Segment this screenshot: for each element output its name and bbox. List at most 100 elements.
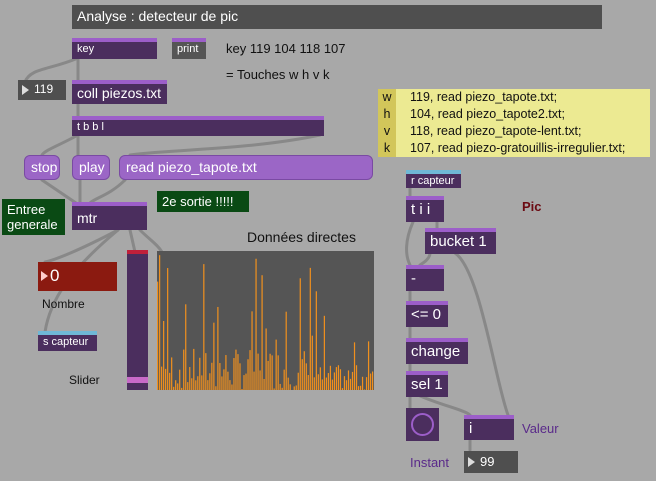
multislider-bar <box>347 370 350 390</box>
multislider-bar <box>341 388 344 390</box>
multislider-bar <box>273 388 275 390</box>
trigger-tii-object[interactable]: t i i <box>406 196 444 222</box>
multislider-bar <box>333 372 336 390</box>
multislider-bar <box>221 376 223 390</box>
read-message[interactable]: read piezo_tapote.txt <box>119 155 373 180</box>
multislider-bar <box>285 311 287 390</box>
multislider-bar <box>247 359 249 390</box>
multislider-bar <box>299 278 301 390</box>
stop-message[interactable]: stop <box>24 155 60 180</box>
multislider-bar <box>357 386 360 390</box>
legend-line: 118, read piezo_tapote-lent.txt; <box>410 124 582 138</box>
multislider-bar <box>197 376 199 390</box>
multislider-bar <box>183 349 185 390</box>
minus-object[interactable]: - <box>406 265 444 291</box>
trigger-object[interactable]: t b b l <box>72 116 324 136</box>
multislider-bar <box>319 367 321 390</box>
multislider-bar <box>193 348 195 390</box>
multislider-bar <box>257 353 259 390</box>
cord-sel-i <box>416 393 472 417</box>
sel-object[interactable]: sel 1 <box>406 371 448 397</box>
nombre-number-box[interactable]: 0 <box>38 262 117 291</box>
vertical-slider[interactable] <box>127 250 148 390</box>
legend-letter: h <box>383 107 391 121</box>
multislider-bar <box>275 339 277 390</box>
multislider-bar <box>277 355 279 390</box>
send-capteur-object[interactable]: s capteur <box>38 331 97 351</box>
multislider-bar <box>249 350 251 390</box>
nombre-value: 0 <box>50 266 60 285</box>
instant-comment: Instant <box>410 455 450 470</box>
multislider-bar <box>169 372 171 390</box>
multislider-bar <box>177 383 179 390</box>
number-box-valeur[interactable]: 99 <box>464 451 518 473</box>
multislider-bar <box>209 373 211 390</box>
multislider-bar <box>261 275 263 390</box>
multislider-bar <box>175 380 177 390</box>
multislider-bar <box>331 379 334 390</box>
multislider-bar <box>345 380 348 390</box>
multislider-bar <box>339 369 342 390</box>
multislider-bar <box>361 376 364 390</box>
multislider-bar <box>243 375 245 390</box>
cord-read-mtr <box>88 178 127 205</box>
multislider-bar <box>207 380 209 390</box>
multislider-bar <box>229 380 231 390</box>
legend-letter: v <box>383 124 391 138</box>
multislider-bar <box>185 304 187 390</box>
valeur-comment: Valeur <box>522 421 559 436</box>
multislider-bar <box>363 389 366 390</box>
legend-line: 104, read piezo_tapote2.txt; <box>410 107 565 121</box>
multislider-bar <box>287 377 289 390</box>
slider-knob[interactable] <box>127 377 148 384</box>
multislider-bar <box>201 375 203 390</box>
multislider-bar <box>211 362 213 390</box>
play-message[interactable]: play <box>72 155 110 180</box>
multislider-bar <box>283 369 285 390</box>
multislider-bar <box>309 267 311 390</box>
receive-capteur-object[interactable]: r capteur <box>406 170 461 188</box>
multislider-bar <box>353 342 356 390</box>
bucket-object[interactable]: bucket 1 <box>425 228 496 254</box>
change-object[interactable]: change <box>406 338 468 364</box>
key-object[interactable]: key <box>72 38 157 59</box>
pic-comment: Pic <box>522 199 542 214</box>
multislider-bar <box>281 387 283 390</box>
instant-bang-button[interactable] <box>406 408 439 441</box>
int-object[interactable]: i <box>464 415 514 440</box>
multislider-bar <box>269 353 271 390</box>
multislider-bar <box>161 366 163 390</box>
coll-object[interactable]: coll piezos.txt <box>72 80 167 104</box>
cord-stop-mtr <box>40 178 78 205</box>
cord-bucket-i <box>453 251 510 417</box>
multislider-bar <box>317 374 319 390</box>
multislider-bar <box>253 371 255 390</box>
multislider-bar <box>295 385 297 390</box>
mtr-object[interactable]: mtr <box>72 202 147 230</box>
multislider-bar <box>337 365 340 390</box>
sortie-comment: 2e sortie !!!!! <box>157 191 249 212</box>
multislider-bar <box>213 322 215 390</box>
multislider-bar <box>369 373 372 390</box>
multislider-bar <box>343 376 346 390</box>
patch-title: Analyse : detecteur de pic <box>77 8 239 24</box>
title-panel: Analyse : detecteur de pic <box>72 5 602 29</box>
number-box-key[interactable]: 119 <box>18 80 66 100</box>
lessequal-object[interactable]: <= 0 <box>406 301 448 327</box>
multislider-bar <box>215 386 217 390</box>
multislider-bar <box>327 373 329 390</box>
multislider-bar <box>223 369 225 390</box>
multislider-donnees-directes[interactable] <box>157 251 374 390</box>
print-object[interactable]: print <box>172 38 206 59</box>
multislider-bar <box>255 258 257 390</box>
multislider-bar <box>307 375 309 390</box>
multislider-bar <box>181 387 183 390</box>
multislider-bar <box>289 384 291 390</box>
legend-letter: k <box>383 141 391 155</box>
multislider-bar <box>189 367 191 390</box>
multislider-bar <box>301 359 303 390</box>
legend-letters: w h v k <box>378 89 396 157</box>
touches-comment: = Touches w h v k <box>226 67 330 82</box>
multislider-bar <box>225 355 227 390</box>
cord-mtr-slider <box>128 228 137 254</box>
